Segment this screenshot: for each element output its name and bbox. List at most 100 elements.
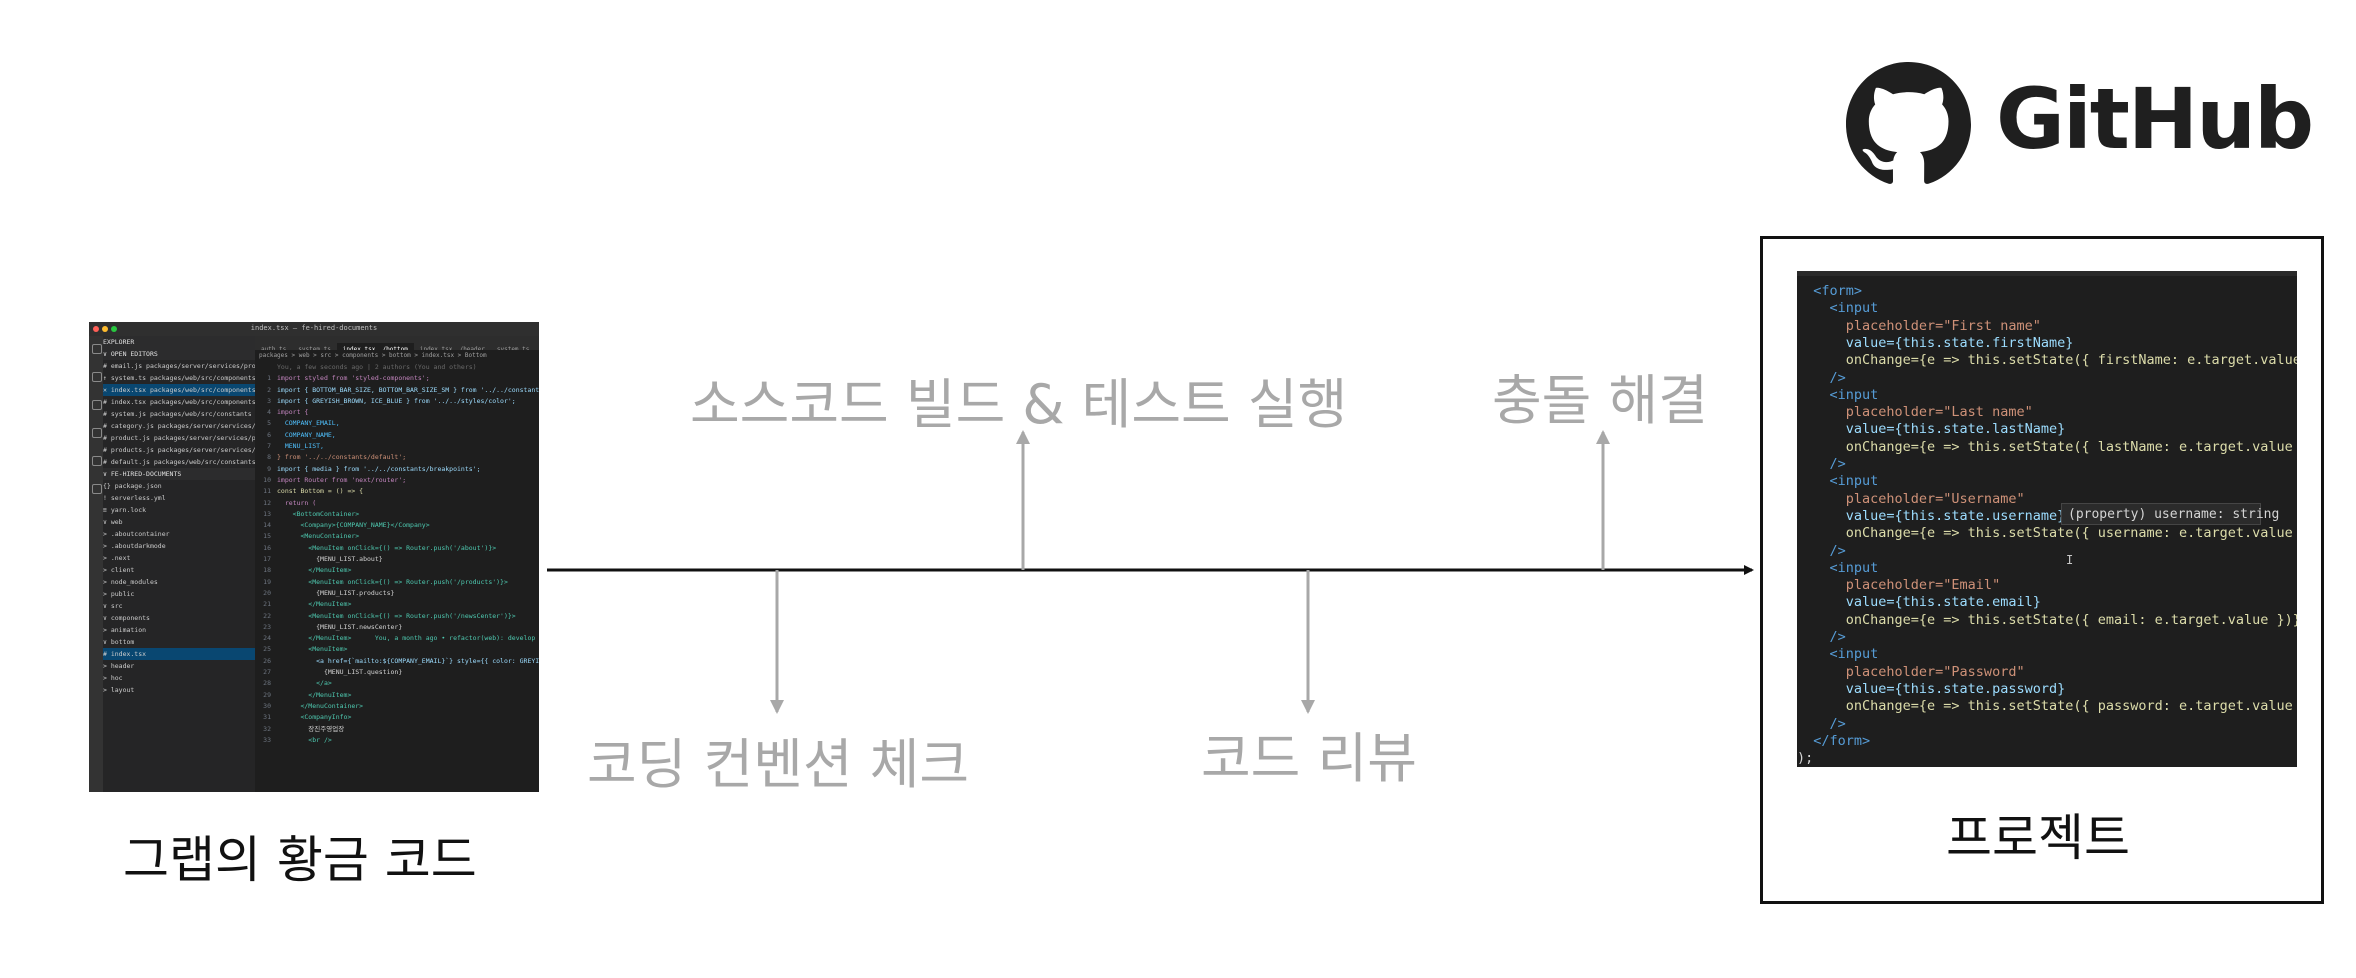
- code-text: You, a few seconds ago | 2 authors (You …: [277, 363, 477, 371]
- explorer-item[interactable]: # default.js packages/web/src/constants: [103, 458, 255, 466]
- code-text: </MenuItem> You, a month ago • refactor(…: [308, 634, 536, 643]
- code-text: return (: [277, 498, 317, 507]
- project-code-line: placeholder="Email": [1797, 577, 2001, 594]
- line-number: 22: [263, 611, 271, 620]
- explorer-item[interactable]: > node_modules: [103, 578, 158, 586]
- editor-screenshot: index.tsx — fe-hired-documents EXPLORER …: [89, 322, 539, 792]
- project-code-line: <input: [1797, 559, 1879, 576]
- explorer-item[interactable]: # products.js packages/server/services/p…: [103, 446, 255, 454]
- project-code-line: onChange={e => this.setState({ email: e.…: [1797, 611, 2297, 628]
- explorer-item[interactable]: ∨ web: [103, 518, 123, 526]
- explorer-item[interactable]: ∨ FE-HIRED-DOCUMENTS: [103, 468, 255, 480]
- explorer-item[interactable]: ∨ OPEN EDITORS: [103, 348, 255, 360]
- step-build-test: 소스코드 빌드 & 테스트 실행: [690, 373, 1348, 436]
- explorer-item[interactable]: > header: [103, 662, 135, 670]
- line-number: 26: [263, 656, 271, 665]
- explorer-item[interactable]: ≡ yarn.lock: [103, 506, 147, 514]
- maximize-dot-icon: [111, 326, 117, 332]
- line-number: 17: [263, 555, 271, 564]
- code-line: 22 <MenuItem onClick={() => Router.push(…: [255, 611, 539, 622]
- code-text: COMPANY_EMAIL,: [277, 419, 340, 428]
- code-text: } from '../../constants/default';: [277, 453, 407, 462]
- close-dot-icon: [93, 326, 99, 332]
- code-line: 21 </MenuItem>: [255, 599, 539, 610]
- explorer-item[interactable]: # index.tsx: [103, 648, 255, 660]
- editor-tab[interactable]: system.ts …: [496, 346, 537, 350]
- code-text: COMPANY_NAME,: [277, 430, 336, 439]
- code-text: import { media } from '../../constants/b…: [277, 464, 481, 473]
- explorer-item[interactable]: > animation: [103, 626, 147, 634]
- caption-project: 프로젝트: [1946, 809, 2130, 867]
- explorer-item[interactable]: ∨ bottom: [103, 638, 135, 646]
- line-number: 15: [263, 532, 271, 541]
- project-code-line: <input: [1797, 300, 1879, 317]
- line-number: 4: [267, 408, 271, 417]
- explorer-item[interactable]: > .aboutcontainer: [103, 530, 170, 538]
- text-cursor-icon: I: [2066, 553, 2074, 567]
- line-number: 11: [263, 487, 271, 496]
- code-line: 19 <MenuItem onClick={() => Router.push(…: [255, 577, 539, 588]
- line-number: 27: [263, 668, 271, 677]
- explorer-item[interactable]: # category.js packages/server/services/p…: [103, 422, 255, 430]
- code-text: <BottomContainer>: [277, 509, 360, 518]
- code-text: import styled from 'styled-components';: [277, 374, 430, 383]
- editor-tab[interactable]: index.tsx …/bottom: [336, 343, 414, 350]
- explorer-item[interactable]: ↑ system.ts packages/web/src/components: [103, 374, 255, 382]
- code-line: 7 MENU_LIST,: [255, 441, 539, 452]
- breadcrumb: packages > web > src > components > bott…: [259, 352, 487, 359]
- explorer-item[interactable]: # product.js packages/server/services/pr…: [103, 434, 255, 442]
- github-octocat-icon: [1846, 62, 1971, 184]
- line-number: 31: [263, 713, 271, 722]
- editor-tab[interactable]: auth.ts: [261, 346, 287, 350]
- explorer-item[interactable]: # system.js packages/web/src/constants: [103, 410, 252, 418]
- explorer-item[interactable]: ✕ index.tsx packages/web/src/components/…: [103, 384, 255, 396]
- editor-window-title: index.tsx — fe-hired-documents: [250, 324, 378, 332]
- code-text: <Company>{COMPANY_NAME}</Company>: [277, 521, 430, 530]
- project-code-line: onChange={e => this.setState({ password:…: [1797, 698, 2297, 715]
- code-text: {MENU_LIST.about}: [277, 555, 383, 564]
- explorer-item[interactable]: > public: [103, 590, 135, 598]
- explorer-item[interactable]: # email.js packages/server/services/prod…: [103, 362, 255, 370]
- editor-tab[interactable]: index.tsx …/header: [419, 346, 485, 350]
- explorer-item[interactable]: > .aboutdarkmode: [103, 542, 166, 550]
- project-code-line: />: [1797, 542, 1846, 559]
- explorer-item[interactable]: > hoc: [103, 674, 123, 682]
- extensions-icon: [92, 456, 102, 466]
- code-text: MENU_LIST,: [277, 442, 324, 451]
- explorer-item[interactable]: ∨ src: [103, 602, 123, 610]
- explorer-item[interactable]: ∨ components: [103, 614, 150, 622]
- line-number: 25: [263, 645, 271, 654]
- explorer-item[interactable]: {} package.json: [103, 482, 162, 490]
- explorer-item[interactable]: > client: [103, 566, 135, 574]
- project-code-line: </form>: [1797, 732, 1871, 749]
- code-text: <MenuItem onClick={() => Router.push('/p…: [277, 577, 508, 586]
- code-line: You, a few seconds ago | 2 authors (You …: [255, 362, 539, 373]
- code-line: 17 {MENU_LIST.about}: [255, 554, 539, 565]
- project-code-line: />: [1797, 715, 1846, 732]
- line-number: 18: [263, 566, 271, 575]
- editor-code: You, a few seconds ago | 2 authors (You …: [255, 362, 539, 746]
- code-line: 30 </MenuContainer>: [255, 701, 539, 712]
- explorer-item[interactable]: > .next: [103, 554, 131, 562]
- explorer-item[interactable]: ! serverless.yml: [103, 494, 166, 502]
- editor-tab[interactable]: system.ts: [298, 346, 331, 350]
- explorer-item[interactable]: # index.tsx packages/web/src/components/…: [103, 398, 255, 406]
- explorer-item[interactable]: > layout: [103, 686, 135, 694]
- editor-main: auth.ts system.ts index.tsx …/bottom index.…: [255, 336, 539, 792]
- code-line: 31 <CompanyInfo>: [255, 712, 539, 723]
- code-line: 15 <MenuContainer>: [255, 531, 539, 542]
- code-text: </MenuItem>: [277, 690, 352, 699]
- project-code-line: placeholder="Username": [1797, 490, 2025, 507]
- code-line: 5 COMPANY_EMAIL,: [255, 418, 539, 429]
- code-panel-top-strip: [1797, 271, 2297, 276]
- code-line: 25 <MenuItem>: [255, 644, 539, 655]
- project-code-line: />: [1797, 456, 1846, 472]
- code-text: import { BOTTOM_BAR_SIZE, BOTTOM_BAR_SIZ…: [277, 385, 539, 394]
- project-code-line: onChange={e => this.setState({ lastName:…: [1797, 438, 2297, 455]
- code-line: 32 장진주영업장: [255, 724, 539, 735]
- code-text: <CompanyInfo>: [277, 713, 352, 722]
